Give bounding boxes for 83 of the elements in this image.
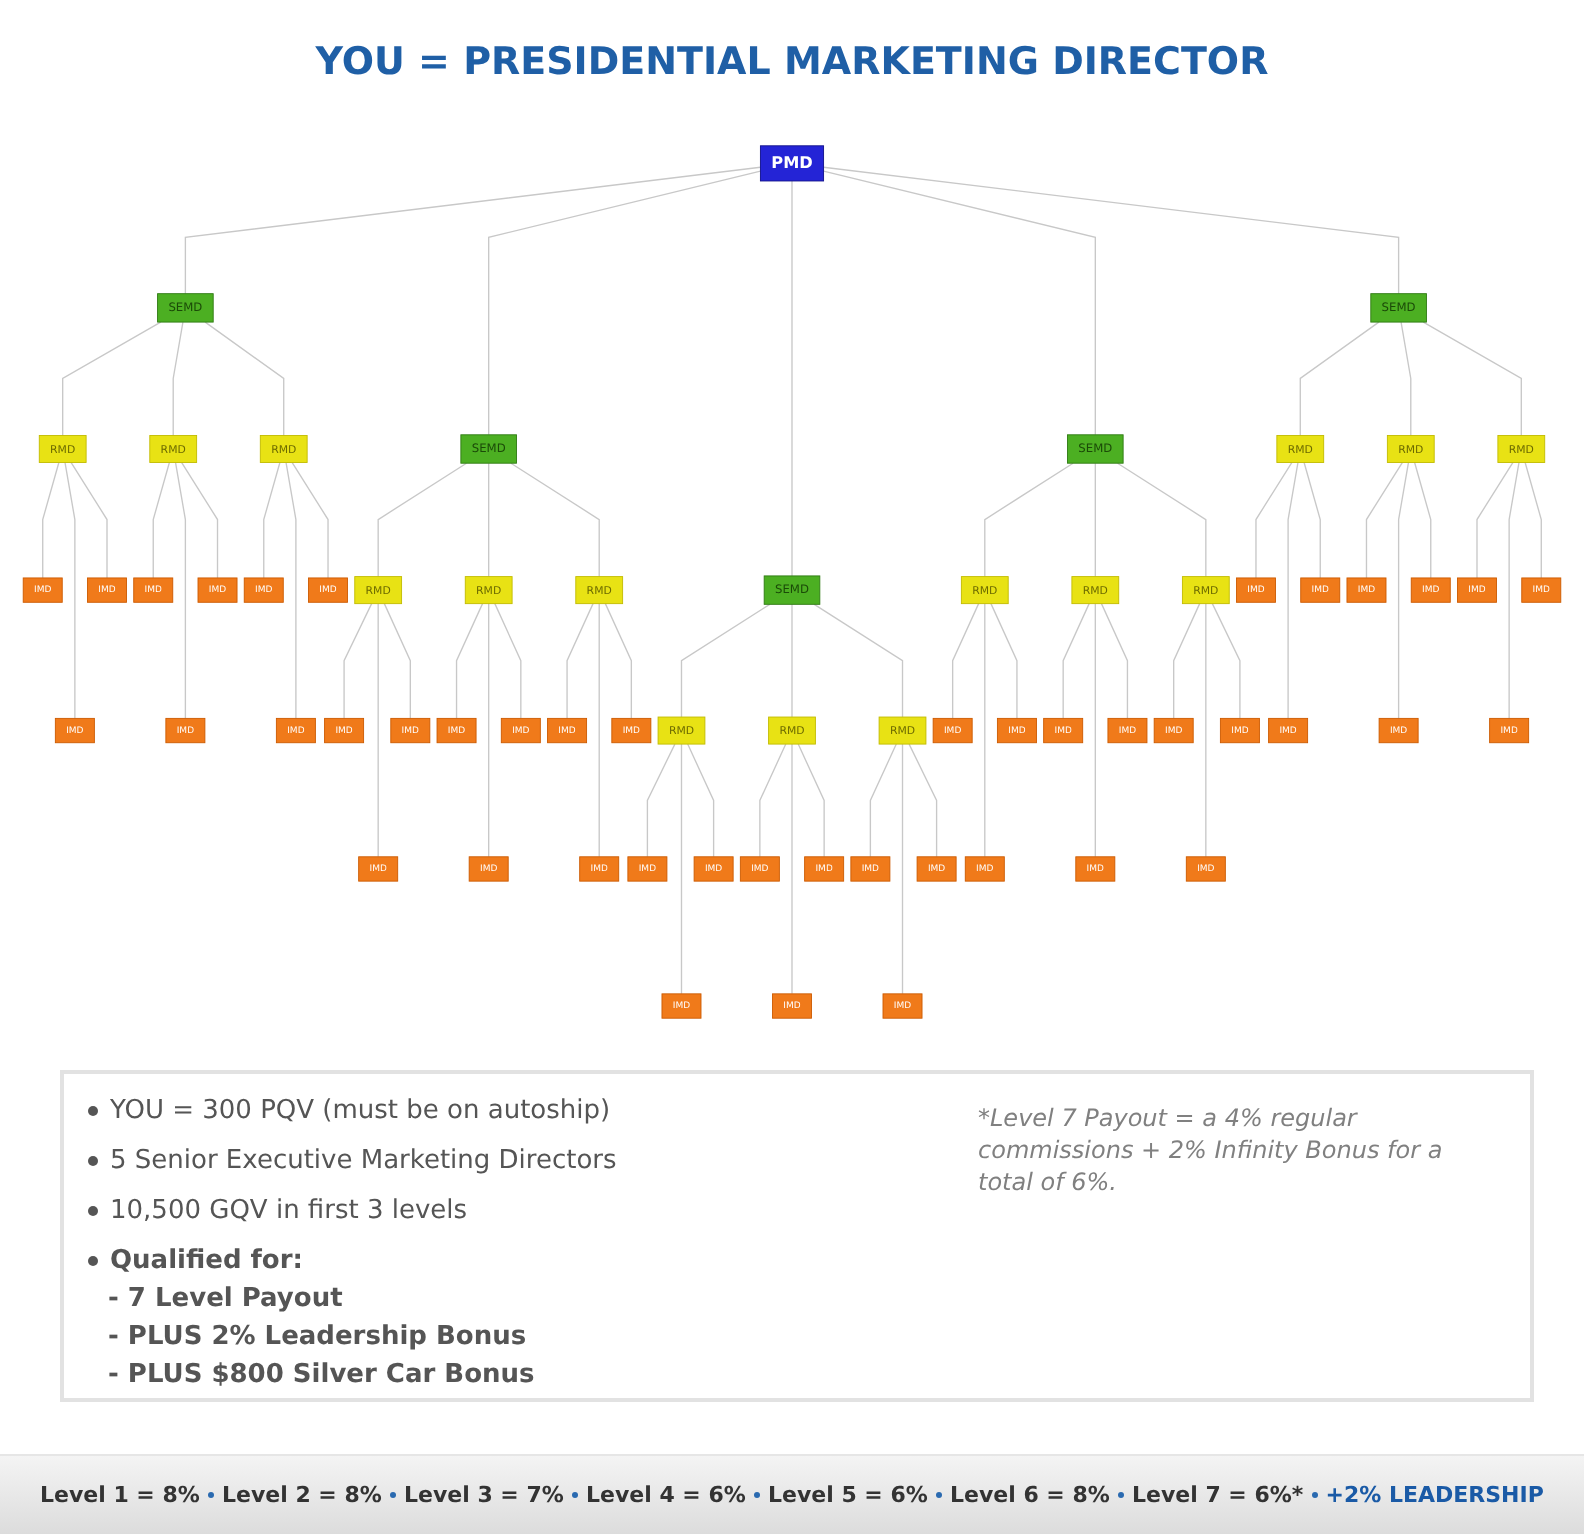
footnote: *Level 7 Payout = a 4% regular commissions + 2% Infinity Bonus for a total of 6%.	[978, 1102, 1445, 1198]
connector	[488, 462, 490, 578]
connector	[1524, 461, 1542, 579]
level-rate-text: Level 7 = 6%*	[1132, 1482, 1304, 1508]
connector	[343, 602, 373, 720]
connector	[1255, 461, 1293, 579]
connector	[908, 743, 938, 858]
sub-item-text: - PLUS $800 Silver Car Bonus	[108, 1358, 535, 1392]
connector	[1422, 321, 1522, 437]
connector	[285, 461, 297, 720]
bullet-text: 10,500 GQV in first 3 levels	[110, 1194, 468, 1228]
connector	[901, 743, 904, 995]
connector	[1173, 602, 1201, 720]
connector	[263, 461, 281, 579]
bullet-text: 5 Senior Executive Marketing Directors	[110, 1144, 617, 1178]
connector	[1062, 602, 1090, 720]
connector	[152, 461, 171, 579]
bullet-text: YOU = 300 PQV (must be on autoship)	[110, 1094, 611, 1128]
connector	[455, 602, 484, 720]
connector	[984, 462, 1074, 578]
connector	[62, 321, 162, 437]
connector	[1094, 602, 1096, 858]
connector	[510, 462, 600, 578]
connector	[869, 743, 897, 858]
connector	[1299, 321, 1380, 437]
level-rate-text: Level 4 = 6%	[586, 1482, 746, 1508]
level-rate-text: Level 1 = 8%	[40, 1482, 200, 1508]
connector	[1476, 461, 1514, 579]
connector	[566, 602, 594, 720]
connector	[598, 602, 600, 858]
connector	[680, 743, 683, 995]
connector	[181, 461, 219, 579]
connector	[377, 462, 468, 578]
connector	[1100, 602, 1129, 720]
connector	[604, 602, 632, 720]
connector	[204, 321, 285, 437]
connector	[1287, 461, 1299, 720]
level-rate-text: Level 6 = 8%	[950, 1482, 1110, 1508]
connector	[822, 166, 1400, 295]
connector	[1397, 461, 1410, 720]
connector	[1508, 461, 1520, 720]
connector	[822, 170, 1096, 436]
connector	[791, 180, 793, 577]
connector	[1413, 461, 1432, 579]
connector	[984, 602, 986, 858]
connector	[377, 602, 379, 858]
level-rate-text: Level 5 = 6%	[768, 1482, 928, 1508]
node-box: PMD	[759, 145, 825, 182]
connector	[488, 170, 762, 436]
connector	[1205, 602, 1207, 858]
connector	[1400, 321, 1412, 437]
connector	[42, 461, 60, 579]
connector	[1211, 602, 1241, 720]
connector	[184, 166, 762, 295]
connector	[791, 743, 793, 995]
connector	[791, 603, 793, 718]
connector	[488, 602, 490, 858]
title: YOU = PRESIDENTIAL MARKETING DIRECTOR	[313, 40, 1271, 84]
connector	[952, 602, 980, 720]
connector	[172, 321, 184, 437]
connector	[291, 461, 329, 579]
connector	[813, 603, 904, 718]
bullet-text: Qualified for:	[110, 1244, 303, 1278]
connector	[797, 743, 825, 858]
connector	[64, 461, 76, 720]
sub-item-text: - PLUS 2% Leadership Bonus	[108, 1320, 527, 1354]
connector	[759, 743, 787, 858]
level-rate-text: Level 2 = 8%	[222, 1482, 382, 1508]
connector	[687, 743, 715, 858]
level-rate-text: Level 3 = 7%	[404, 1482, 564, 1508]
connector	[383, 602, 411, 720]
connector	[990, 602, 1018, 720]
connector	[174, 461, 187, 720]
bonus-rate-text: +2% LEADERSHIP	[1325, 1482, 1544, 1508]
connector	[1303, 461, 1321, 579]
connector	[1116, 462, 1207, 578]
connector	[1365, 461, 1403, 579]
connector	[646, 743, 676, 858]
connector	[494, 602, 522, 720]
connector	[680, 603, 771, 718]
connector	[1094, 462, 1096, 578]
connector	[70, 461, 108, 579]
sub-item-text: - 7 Level Payout	[108, 1282, 343, 1316]
